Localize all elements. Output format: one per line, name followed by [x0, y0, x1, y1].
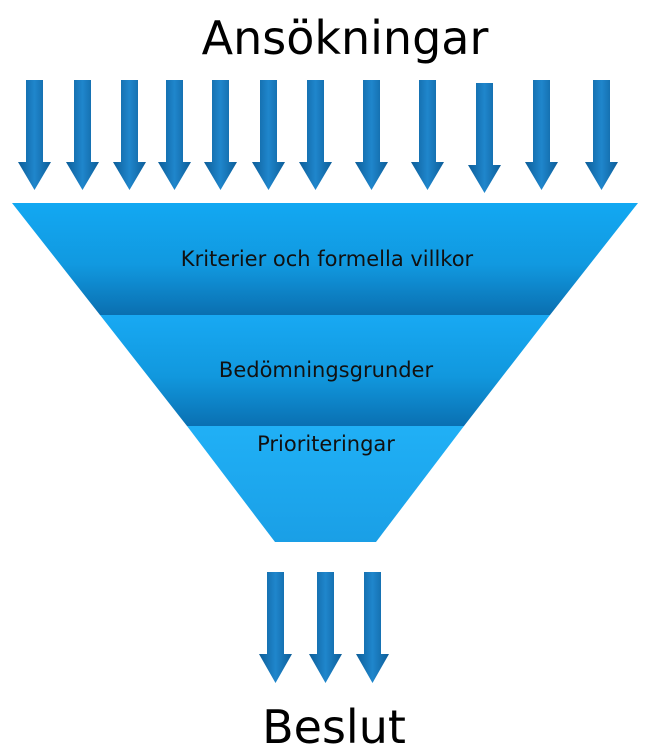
stage-label-3: Prioriteringar — [257, 432, 395, 456]
down-arrow-icon — [204, 80, 237, 190]
funnel-stage-2 — [100, 315, 550, 426]
down-arrow-icon — [18, 80, 51, 190]
down-arrow-icon — [299, 80, 332, 190]
input-arrows — [18, 80, 618, 193]
down-arrow-icon — [356, 572, 389, 683]
funnel: Kriterier och formella villkor Bedömning… — [12, 203, 638, 542]
down-arrow-icon — [158, 80, 191, 190]
down-arrow-icon — [468, 83, 501, 193]
funnel-stage-3 — [187, 426, 464, 542]
down-arrow-icon — [411, 80, 444, 190]
bottom-label: Beslut — [262, 700, 406, 754]
stage-label-2: Bedömningsgrunder — [219, 358, 434, 382]
down-arrow-icon — [113, 80, 146, 190]
down-arrow-icon — [309, 572, 342, 683]
down-arrow-icon — [585, 80, 618, 190]
output-arrows — [259, 572, 389, 683]
down-arrow-icon — [252, 80, 285, 190]
stage-label-1: Kriterier och formella villkor — [181, 247, 474, 271]
down-arrow-icon — [259, 572, 292, 683]
top-label: Ansökningar — [202, 11, 489, 65]
down-arrow-icon — [525, 80, 558, 190]
down-arrow-icon — [66, 80, 99, 190]
funnel-stage-1 — [12, 203, 638, 315]
down-arrow-icon — [355, 80, 388, 190]
